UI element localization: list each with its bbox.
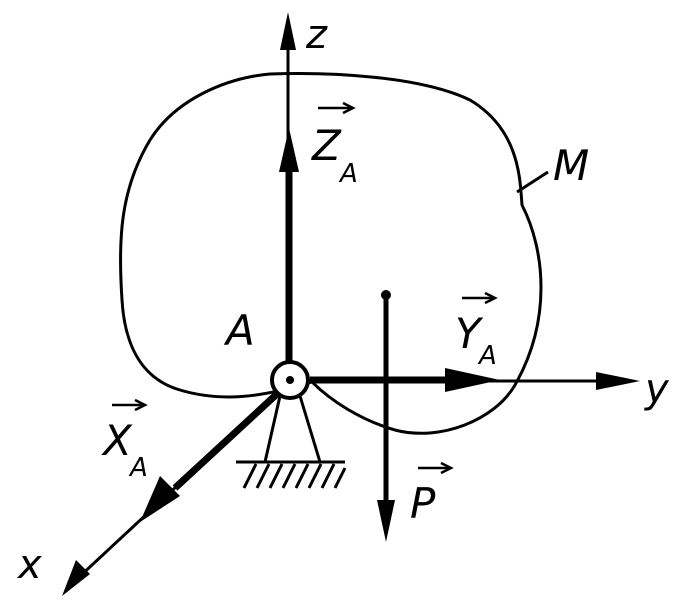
force-za-subscript: A [338, 159, 358, 189]
force-ya-label: Y [455, 309, 484, 358]
z-axis-arrowhead [280, 12, 296, 50]
point-a-label: A [223, 306, 255, 355]
axis-x-label: x [16, 542, 42, 588]
axis-y-label: y [644, 366, 670, 412]
force-xa-line [172, 390, 281, 491]
pin-support [236, 395, 347, 489]
force-xa-arrowhead [140, 476, 180, 522]
force-p-arrowhead [377, 500, 395, 542]
hinge-a-center [286, 376, 294, 384]
x-axis-arrowhead [62, 560, 90, 596]
force-za-arrowhead [279, 128, 299, 172]
body-outline [118, 72, 543, 435]
force-p-label: P [410, 479, 436, 528]
body-m-label: M [553, 141, 589, 190]
force-za-label: Z [311, 121, 342, 170]
force-ya-subscript: A [477, 341, 497, 371]
vector-marks [112, 101, 498, 475]
y-axis-arrowhead [596, 372, 640, 390]
force-xa-subscript: A [128, 453, 148, 483]
axis-z-label: z [305, 12, 328, 58]
force-xa-label: X [101, 416, 133, 465]
ground-hatching [242, 463, 347, 489]
force-ya-arrowhead [445, 368, 500, 392]
m-leader-line [516, 170, 549, 194]
